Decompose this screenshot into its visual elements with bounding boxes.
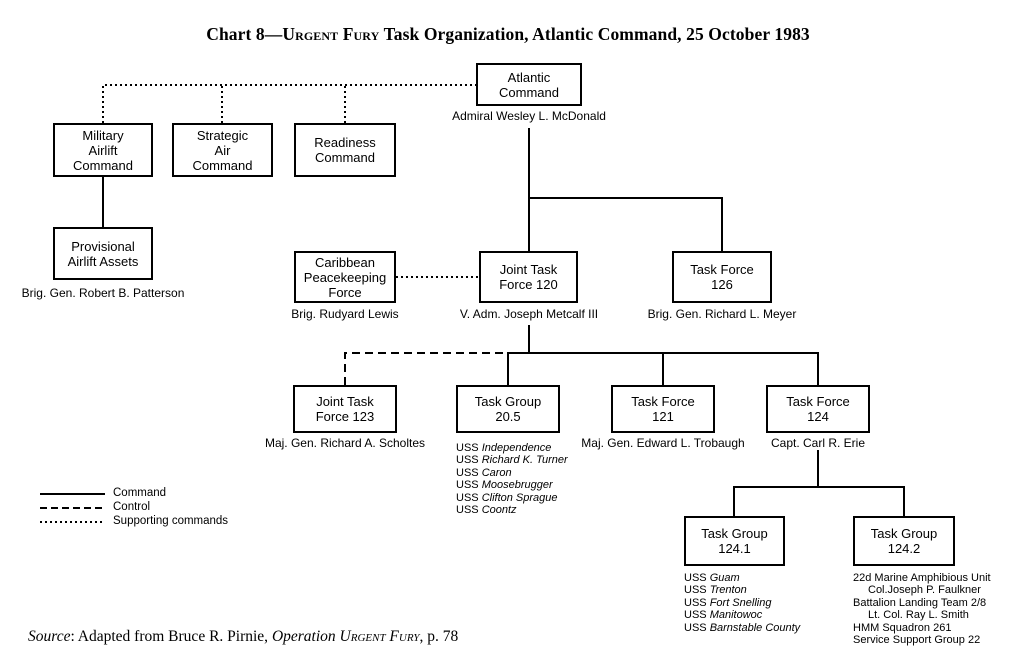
node-label: Force 120 [499, 277, 558, 292]
legend-label-control: Control [113, 501, 151, 513]
ship-list-item: USS Barnstable County [684, 621, 801, 634]
node-military-airlift-command: Military Airlift Command [53, 123, 153, 177]
chart-title-smallcaps: Urgent Fury [282, 24, 380, 44]
node-readiness-command: Readiness Command [294, 123, 396, 177]
node-task-group-20-5: Task Group 20.5 [456, 385, 560, 433]
chart-title-suffix: Task Organization, Atlantic Command, 25 … [379, 24, 810, 44]
node-label: Task Group [870, 526, 938, 541]
supporting-line-atlantic-to-mac [102, 84, 476, 123]
node-label: Air [214, 142, 231, 158]
node-label: 126 [711, 277, 733, 292]
unit-list-tg1242: 22d Marine Amphibious Unit Col.Joseph P.… [853, 572, 991, 646]
chart-title: Chart 8—Urgent Fury Task Organization, A… [0, 24, 1016, 45]
node-caribbean-peacekeeping-force: Caribbean Peacekeeping Force [294, 251, 396, 303]
node-label: Peacekeeping [303, 269, 387, 285]
caption-erie: Capt. Carl R. Erie [770, 436, 866, 450]
node-provisional-airlift-assets: Provisional Airlift Assets [53, 227, 153, 280]
caption-lewis: Brig. Rudyard Lewis [291, 307, 399, 321]
node-label: Task Group [701, 526, 768, 541]
node-label: 124.2 [887, 541, 921, 556]
node-label: Provisional [71, 238, 135, 254]
legend-label-supporting: Supporting commands [113, 515, 229, 527]
ship-list-item: USS Caron [456, 466, 512, 479]
unit-list-item: 22d Marine Amphibious Unit [853, 572, 991, 584]
command-line-tf124-children [733, 486, 905, 516]
node-task-group-124-1: Task Group 124.1 [684, 516, 785, 566]
ship-list-item: USS Moosebrugger [456, 479, 553, 492]
unit-list-item: Lt. Col. Ray L. Smith [868, 609, 969, 622]
node-label: 124 [807, 409, 829, 424]
node-task-group-124-2: Task Group 124.2 [853, 516, 955, 566]
caption-scholtes: Maj. Gen. Richard A. Scholtes [264, 436, 426, 450]
node-label: Airlift Assets [67, 253, 139, 269]
legend-label-command: Command [113, 487, 167, 499]
command-line-atlantic-to-tf126 [529, 197, 723, 251]
node-task-force-126: Task Force 126 [672, 251, 772, 303]
ship-list-item: USS Richard K. Turner [456, 454, 568, 467]
unit-list-item: Service Support Group 22 [853, 634, 981, 647]
ship-list-tg205: USS Independence USS Richard K. Turner U… [456, 442, 568, 516]
ship-list-tg1241: USS Guam USS Trenton USS Fort Snelling U… [684, 572, 800, 634]
node-task-force-124: Task Force 124 [766, 385, 870, 433]
caption-mcdonald: Admiral Wesley L. McDonald [452, 109, 606, 123]
node-label: Command [192, 157, 253, 173]
node-joint-task-force-120: Joint Task Force 120 [479, 251, 578, 303]
node-label: Joint Task [316, 394, 374, 409]
ship-list-item: USS Clifton Sprague [456, 491, 558, 504]
node-label: 121 [652, 409, 674, 424]
node-task-force-121: Task Force 121 [611, 385, 715, 433]
node-label: 124.1 [718, 541, 751, 556]
ship-list-item: USS Manitowoc [684, 609, 763, 622]
caption-meyer: Brig. Gen. Richard L. Meyer [647, 307, 797, 321]
node-label: Command [499, 84, 559, 100]
node-label: Strategic [196, 127, 249, 143]
source-word: Source [28, 628, 71, 645]
node-atlantic-command: Atlantic Command [476, 63, 582, 106]
node-label: Caribbean [315, 254, 375, 270]
source-note: Source: Adapted from Bruce R. Pirnie, Op… [28, 628, 459, 645]
node-label: Military [82, 127, 124, 143]
caption-patterson: Brig. Gen. Robert B. Patterson [21, 286, 185, 300]
node-joint-task-force-123: Joint Task Force 123 [293, 385, 397, 433]
ship-list-item: USS Trenton [684, 584, 747, 597]
node-strategic-air-command: Strategic Air Command [172, 123, 273, 177]
node-label: Force 123 [315, 409, 375, 424]
ship-list-item: USS Independence [456, 442, 552, 454]
ship-list-item: USS Coontz [456, 504, 517, 517]
unit-list-item: HMM Squadron 261 [853, 621, 952, 634]
source-work-title: Urgent Fury [339, 628, 420, 645]
node-label: Task Force [786, 394, 850, 409]
node-label: Task Group [474, 394, 542, 409]
unit-list-item: Battalion Landing Team 2/8 [853, 596, 987, 609]
node-label: Atlantic [507, 69, 551, 85]
node-label: Readiness [314, 135, 376, 150]
node-label: Joint Task [499, 262, 558, 277]
ship-list-item: USS Fort Snelling [684, 596, 772, 609]
ship-list-item: USS Guam [684, 572, 740, 584]
unit-list-item: Col.Joseph P. Faulkner [868, 584, 981, 597]
node-label: Task Force [690, 262, 754, 277]
node-label: Force [328, 284, 362, 300]
node-label: Task Force [631, 394, 695, 409]
control-line-jtf120-to-jtf123 [344, 352, 508, 385]
node-label: Command [315, 150, 375, 165]
node-label: Airlift [88, 142, 118, 158]
caption-metcalf: V. Adm. Joseph Metcalf III [459, 307, 599, 321]
node-label: Command [73, 157, 133, 173]
caption-trobaugh: Maj. Gen. Edward L. Trobaugh [581, 436, 745, 450]
node-label: 20.5 [495, 409, 521, 424]
chart-title-prefix: Chart 8— [206, 24, 283, 44]
